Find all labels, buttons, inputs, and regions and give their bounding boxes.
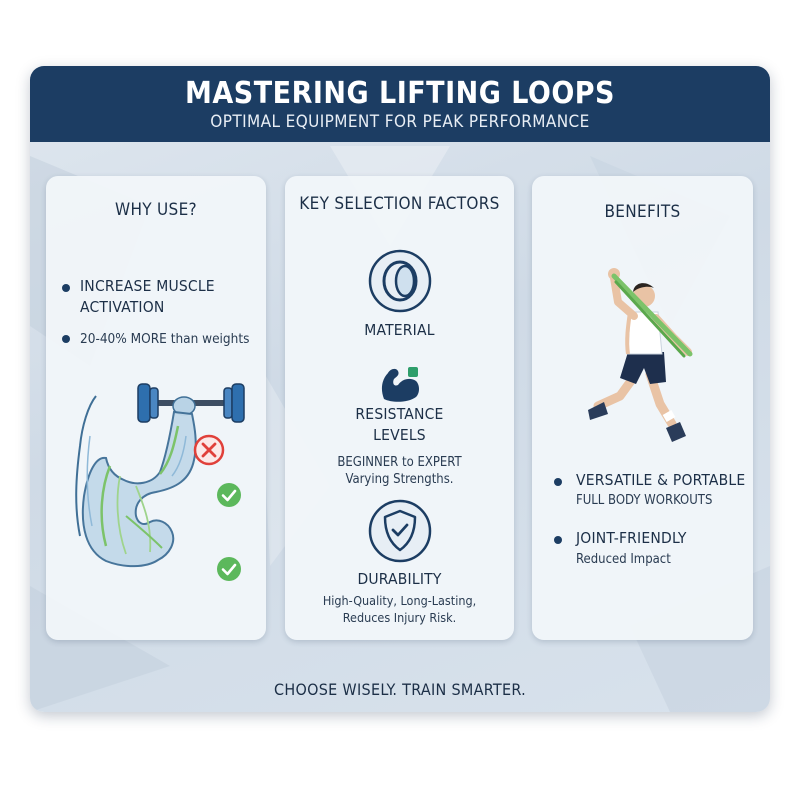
versatile-desc: FULL BODY WORKOUTS	[576, 493, 713, 508]
shield-check-icon	[368, 499, 432, 563]
muscle-activation-line-1: INCREASE MUSCLE	[80, 277, 215, 295]
activation-stat: 20-40% MORE than weights	[80, 331, 250, 347]
muscle-anatomy-illustration	[75, 383, 245, 568]
bullet-icon	[62, 284, 70, 292]
resistance-label-line-2: LEVELS	[373, 426, 426, 444]
benefits-card: BENEFITS VERS	[532, 176, 753, 640]
check-circle-icon	[217, 483, 241, 507]
benefits-title: BENEFITS	[604, 202, 681, 222]
versatile-title: VERSATILE & PORTABLE	[576, 471, 746, 489]
page-subtitle: OPTIMAL EQUIPMENT FOR PEAK PERFORMANCE	[210, 112, 590, 132]
page-title: MASTERING LIFTING LOOPS	[185, 76, 615, 111]
durability-label: DURABILITY	[357, 570, 442, 588]
resistance-desc-line-2: Varying Strengths.	[345, 472, 454, 487]
bullet-icon	[554, 478, 562, 486]
footer-tagline: CHOOSE WISELY. TRAIN SMARTER.	[273, 680, 527, 699]
bullet-icon	[62, 335, 70, 343]
check-circle-icon	[217, 557, 241, 581]
resistance-label-line-1: RESISTANCE	[355, 405, 444, 423]
flexed-arm-icon	[381, 367, 419, 402]
durability-desc-line-1: High-Quality, Long-Lasting,	[322, 593, 477, 608]
why-use-card: WHY USE? INCREASE MUSCLE ACTIVATION 20-4…	[46, 176, 266, 640]
resistance-desc-line-1: BEGINNER to EXPERT	[337, 455, 462, 470]
infographic-poster: MASTERING LIFTING LOOPS OPTIMAL EQUIPMEN…	[30, 66, 770, 712]
error-x-icon	[193, 434, 225, 466]
muscle-activation-line-2: ACTIVATION	[80, 298, 165, 316]
joint-friendly-title: JOINT-FRIENDLY	[576, 529, 687, 547]
durability-desc-line-2: Reduces Injury Risk.	[342, 610, 457, 625]
bullet-icon	[554, 536, 562, 544]
band-ring-icon	[368, 249, 432, 313]
material-label: MATERIAL	[364, 321, 435, 339]
header-banner: MASTERING LIFTING LOOPS OPTIMAL EQUIPMEN…	[30, 66, 770, 142]
joint-friendly-desc: Reduced Impact	[576, 552, 671, 567]
selection-factors-card: KEY SELECTION FACTORS MATERIAL RESISTANC…	[285, 176, 514, 640]
runner-with-band-illustration	[588, 268, 693, 442]
why-use-title: WHY USE?	[115, 200, 197, 220]
selection-factors-title: KEY SELECTION FACTORS	[299, 194, 500, 214]
